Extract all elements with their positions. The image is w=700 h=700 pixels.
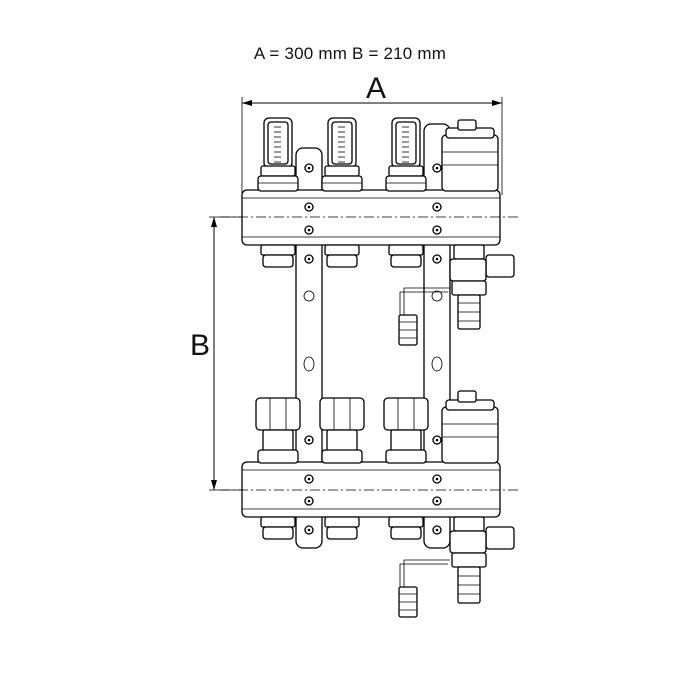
dimension-caption: A = 300 mm B = 210 mm bbox=[253, 44, 447, 63]
outlet-nut-icon bbox=[324, 516, 360, 540]
valve-union-icon bbox=[319, 397, 365, 464]
outlet-nut-icon bbox=[388, 244, 424, 268]
valve-union-icon bbox=[383, 397, 429, 464]
bracket-screw-icon bbox=[304, 474, 314, 484]
bracket-screws bbox=[304, 163, 442, 535]
bracket-left bbox=[295, 147, 323, 549]
bracket-screw-icon bbox=[304, 435, 314, 445]
outlet-nut-icon bbox=[388, 516, 424, 540]
bracket-screw-icon bbox=[432, 254, 442, 264]
top-manifold-bar bbox=[220, 189, 520, 246]
bracket-screw-icon bbox=[304, 496, 314, 506]
bracket-screw-icon bbox=[304, 225, 314, 235]
valve-union-icon bbox=[255, 397, 301, 464]
outlet-nut-icon bbox=[260, 516, 296, 540]
air-vent-bottom bbox=[441, 390, 499, 464]
flow-meter-icon bbox=[257, 117, 299, 192]
outlet-nut-icon bbox=[260, 244, 296, 268]
bracket-screw-icon bbox=[432, 163, 442, 173]
bracket-screw-icon bbox=[432, 496, 442, 506]
bracket-screw-icon bbox=[432, 525, 442, 535]
bracket-screw-icon bbox=[432, 225, 442, 235]
drain-valve-top bbox=[398, 244, 515, 346]
air-vent-top bbox=[441, 119, 499, 192]
drain-valve-bottom bbox=[398, 516, 515, 618]
flow-meter-group bbox=[257, 117, 427, 192]
valve-union-group bbox=[255, 397, 429, 464]
flow-meter-icon bbox=[385, 117, 427, 192]
bracket-screw-icon bbox=[304, 163, 314, 173]
dimension-a-label: A bbox=[366, 72, 386, 105]
bottom-manifold-bar bbox=[220, 461, 520, 518]
dimension-b-label: B bbox=[190, 329, 210, 362]
bracket-screw-icon bbox=[432, 435, 442, 445]
flow-meter-icon bbox=[321, 117, 363, 192]
dimension-b: B bbox=[190, 216, 250, 491]
top-outlet-group bbox=[260, 244, 424, 268]
bracket-screw-icon bbox=[432, 202, 442, 212]
dimension-a: A bbox=[241, 72, 503, 195]
bracket-screw-icon bbox=[304, 202, 314, 212]
bottom-outlet-group bbox=[260, 516, 424, 540]
bracket-screw-icon bbox=[304, 525, 314, 535]
bracket-screw-icon bbox=[304, 254, 314, 264]
bracket-screw-icon bbox=[432, 474, 442, 484]
outlet-nut-icon bbox=[324, 244, 360, 268]
